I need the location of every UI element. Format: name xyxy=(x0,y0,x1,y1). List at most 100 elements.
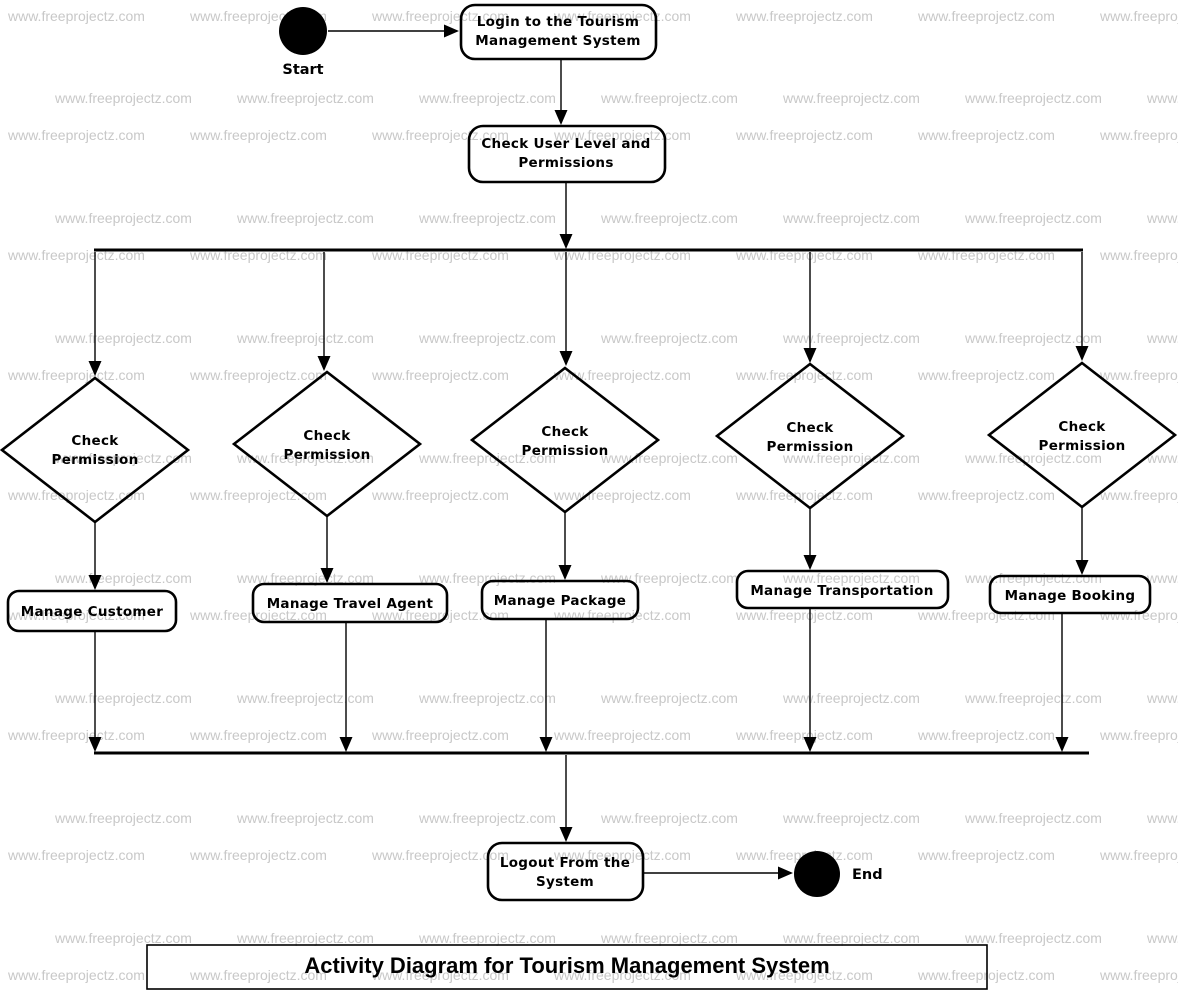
watermark-text: www.freeprojectz.com xyxy=(419,90,556,106)
watermark-text: www.freeprojectz.com xyxy=(965,930,1102,946)
watermark-text: www.freeprojectz.com xyxy=(965,90,1102,106)
watermark-text: www.freeprojectz.com xyxy=(965,570,1102,586)
watermark-text: www.freeprojectz.com xyxy=(1147,330,1178,346)
logout-label-line2: System xyxy=(536,874,594,890)
check-user-level-node xyxy=(467,124,667,184)
manage-booking-label: Manage Booking xyxy=(1005,588,1136,604)
watermark-text: www.freeprojectz.com xyxy=(783,690,920,706)
watermark-text: www.freeprojectz.com xyxy=(918,607,1055,623)
watermark-text: www.freeprojectz.com xyxy=(965,330,1102,346)
title-box xyxy=(146,944,988,990)
watermark-text: www.freeprojectz.com xyxy=(918,367,1055,383)
watermark-text: www.freeprojectz.com xyxy=(736,367,873,383)
watermark-text: www.freeprojectz.com xyxy=(190,367,327,383)
watermark-text: www.freeprojectz.com xyxy=(8,127,145,143)
decision-node-4 xyxy=(714,362,906,510)
watermark-text: www.freeprojectz.com xyxy=(1100,847,1178,863)
watermark-text: www.freeprojectz.com xyxy=(736,727,873,743)
watermark-text: www.freeprojectz.com xyxy=(8,367,145,383)
watermark-text: www.freeprojectz.com xyxy=(55,930,192,946)
watermark-text: www.freeprojectz.com xyxy=(237,90,374,106)
watermark-text: www.freeprojectz.com xyxy=(55,450,192,466)
start-label: Start xyxy=(282,62,323,78)
watermark-text: www.freeprojectz.com xyxy=(55,690,192,706)
watermark-text: www.freeprojectz.com xyxy=(736,127,873,143)
watermark-text: www.freeprojectz.com xyxy=(55,810,192,826)
watermark-text: www.freeprojectz.com xyxy=(965,450,1102,466)
manage-package-node xyxy=(480,579,640,621)
decision-node-2 xyxy=(231,370,423,518)
watermark-text: www.freeprojectz.com xyxy=(918,8,1055,24)
watermark-text: www.freeprojectz.com xyxy=(8,847,145,863)
watermark-text: www.freeprojectz.com xyxy=(1100,487,1178,503)
watermark-text: www.freeprojectz.com xyxy=(918,727,1055,743)
manage-package-label: Manage Package xyxy=(494,593,627,609)
watermark-text: www.freeprojectz.com xyxy=(237,810,374,826)
watermark-text: www.freeprojectz.com xyxy=(783,930,920,946)
watermark-text: www.freeprojectz.com xyxy=(736,8,873,24)
watermark-text: www.freeprojectz.com xyxy=(237,330,374,346)
watermark-text: www.freeprojectz.com xyxy=(8,727,145,743)
watermark-text: www.freeprojectz.com xyxy=(1147,690,1178,706)
watermark-text: www.freeprojectz.com xyxy=(237,930,374,946)
watermark-text: www.freeprojectz.com xyxy=(237,210,374,226)
watermark-text: www.freeprojectz.com xyxy=(419,930,556,946)
watermark-text: www.freeprojectz.com xyxy=(8,967,145,983)
watermark-text: www.freeprojectz.com xyxy=(918,847,1055,863)
watermark-text: www.freeprojectz.com xyxy=(372,487,509,503)
watermark-text: www.freeprojectz.com xyxy=(918,487,1055,503)
logout-node xyxy=(486,841,645,902)
watermark-text: www.freeprojectz.com xyxy=(190,127,327,143)
watermark-text: www.freeprojectz.com xyxy=(1147,810,1178,826)
watermark-text: www.freeprojectz.com xyxy=(736,487,873,503)
watermark-text: www.freeprojectz.com xyxy=(554,127,691,143)
watermark-text: www.freeprojectz.com xyxy=(1100,247,1178,263)
watermark-text: www.freeprojectz.com xyxy=(190,607,327,623)
watermark-text: www.freeprojectz.com xyxy=(783,810,920,826)
watermark-text: www.freeprojectz.com xyxy=(419,450,556,466)
watermark-text: www.freeprojectz.com xyxy=(372,367,509,383)
watermark-text: www.freeprojectz.com xyxy=(1147,450,1178,466)
watermark-text: www.freeprojectz.com xyxy=(237,570,374,586)
watermark-text: www.freeprojectz.com xyxy=(190,967,327,983)
decision-1-line2: Permission xyxy=(52,452,139,468)
watermark-text: www.freeprojectz.com xyxy=(237,690,374,706)
watermark-text: www.freeprojectz.com xyxy=(918,127,1055,143)
manage-customer-label: Manage Customer xyxy=(21,604,163,620)
watermark-text: www.freeprojectz.com xyxy=(783,450,920,466)
watermark-text: www.freeprojectz.com xyxy=(783,570,920,586)
watermark-text: www.freeprojectz.com xyxy=(190,847,327,863)
watermark-text: www.freeprojectz.com xyxy=(554,727,691,743)
manage-transportation-label: Manage Transportation xyxy=(750,583,933,599)
login-label-line2: Management System xyxy=(475,33,640,49)
watermark-text: www.freeprojectz.com xyxy=(601,810,738,826)
decision-2-line2: Permission xyxy=(284,447,371,463)
manage-customer-node xyxy=(6,589,178,633)
watermark-text: www.freeprojectz.com xyxy=(1100,727,1178,743)
watermark-text: www.freeprojectz.com xyxy=(419,690,556,706)
watermark-text: www.freeprojectz.com xyxy=(419,330,556,346)
watermark-text: www.freeprojectz.com xyxy=(372,8,509,24)
watermark-text: www.freeprojectz.com xyxy=(1147,930,1178,946)
decision-3-line2: Permission xyxy=(522,443,609,459)
watermark-text: www.freeprojectz.com xyxy=(965,810,1102,826)
decision-node-5 xyxy=(986,361,1178,509)
watermark-text: www.freeprojectz.com xyxy=(1100,967,1178,983)
watermark-text: www.freeprojectz.com xyxy=(601,330,738,346)
check-user-level-line2: Permissions xyxy=(518,155,613,171)
decision-node-1 xyxy=(0,376,191,524)
decision-4-line2: Permission xyxy=(767,439,854,455)
decision-node-3 xyxy=(469,366,661,514)
watermark-text: www.freeprojectz.com xyxy=(55,330,192,346)
watermark-text: www.freeprojectz.com xyxy=(736,607,873,623)
watermark-text: www.freeprojectz.com xyxy=(554,487,691,503)
manage-travel-agent-node xyxy=(251,582,449,624)
watermark-text: www.freeprojectz.com xyxy=(8,607,145,623)
watermark-text: www.freeprojectz.com xyxy=(1100,367,1178,383)
watermark-text: www.freeprojectz.com xyxy=(1147,570,1178,586)
manage-booking-node xyxy=(988,574,1152,615)
decision-4-line1: Check xyxy=(786,420,834,436)
manage-transportation-node xyxy=(735,569,950,610)
watermark-text: www.freeprojectz.com xyxy=(237,450,374,466)
